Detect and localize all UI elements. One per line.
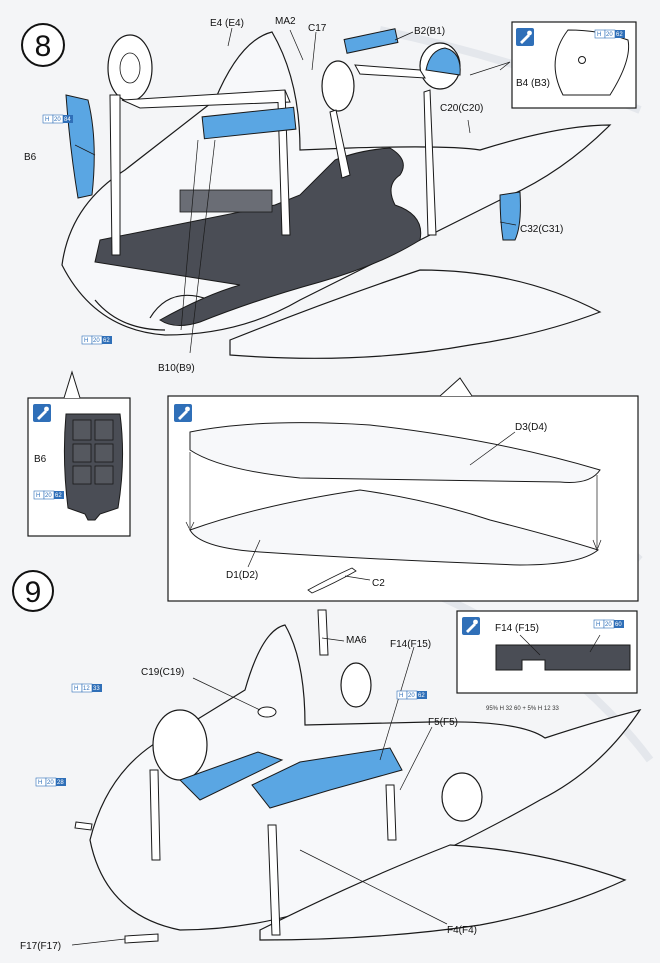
- svg-text:12: 12: [83, 686, 90, 692]
- paint-brush-icon: [516, 28, 534, 46]
- step-8-leaders: [74, 27, 517, 354]
- label-d1: D1(D2): [226, 570, 258, 581]
- paint-ref-chip: H 20 60: [593, 619, 624, 629]
- label-c20: C20(C20): [440, 103, 483, 114]
- paint-ref-chip: H 20 62: [33, 490, 64, 500]
- paint-ref-chip: H 20 62: [396, 690, 427, 700]
- svg-text:20: 20: [408, 693, 415, 699]
- step-9-leaders: [71, 637, 448, 946]
- label-b6: B6: [24, 152, 37, 163]
- part-b10-blue: [201, 106, 297, 140]
- svg-text:62: 62: [55, 493, 62, 499]
- svg-text:H: H: [74, 686, 78, 692]
- svg-text:60: 60: [615, 622, 622, 628]
- svg-text:20: 20: [54, 117, 61, 123]
- paint-ref-chip: H 20 62: [594, 29, 625, 39]
- svg-text:H: H: [38, 780, 42, 786]
- svg-text:20: 20: [93, 338, 100, 344]
- svg-text:H: H: [596, 622, 600, 628]
- callout-wing-inset: [167, 377, 639, 602]
- part-side-panel-blue: [179, 751, 284, 801]
- step-9-number: 9: [25, 576, 42, 609]
- label-c19: C19(C19): [141, 667, 184, 678]
- label-f4: F4(F4): [447, 925, 477, 936]
- step-8-blue-parts: [65, 28, 521, 241]
- label-f5: F5(F5): [428, 717, 458, 728]
- label-b4: B4 (B3): [516, 78, 550, 89]
- label-ma2: MA2: [275, 16, 296, 27]
- part-b6-blue: [65, 94, 95, 199]
- svg-text:28: 28: [57, 780, 64, 786]
- part-b4-blue: [425, 47, 461, 76]
- paint-ref-chip: H 20 28: [35, 777, 66, 787]
- paint-ref-chips: H 20 84 H 20 62 H 20 62 H 20: [33, 29, 625, 787]
- step-9-landing-gear: [74, 609, 483, 944]
- label-b10: B10(B9): [158, 363, 195, 374]
- part-c32-blue: [499, 191, 521, 241]
- step-9: 9: [12, 570, 642, 952]
- label-ma6: MA6: [346, 635, 367, 646]
- callout-b6-inset: [27, 370, 131, 537]
- svg-text:H: H: [36, 493, 40, 499]
- svg-text:62: 62: [616, 32, 623, 38]
- svg-text:84: 84: [64, 117, 71, 123]
- svg-text:H: H: [45, 117, 49, 123]
- svg-text:H: H: [399, 693, 403, 699]
- step-8-number: 8: [35, 30, 52, 63]
- svg-text:62: 62: [418, 693, 425, 699]
- svg-text:20: 20: [605, 622, 612, 628]
- paint-ref-chip: H 12 33: [71, 683, 102, 693]
- label-b2: B2(B1): [414, 26, 445, 37]
- label-c17: C17: [308, 23, 327, 34]
- svg-text:20: 20: [45, 493, 52, 499]
- svg-text:H: H: [597, 32, 601, 38]
- label-f17: F17(F17): [20, 941, 61, 952]
- label-f14-inset: F14 (F15): [495, 623, 539, 634]
- part-b2-blue: [343, 28, 399, 54]
- svg-text:20: 20: [606, 32, 613, 38]
- step-8-left-landing-gear: [107, 34, 291, 256]
- svg-text:33: 33: [93, 686, 100, 692]
- paint-brush-icon: [462, 617, 480, 635]
- label-c2: C2: [372, 578, 385, 589]
- label-c32: C32(C31): [520, 224, 563, 235]
- paint-brush-icon: [174, 404, 192, 422]
- part-c19: [257, 706, 277, 718]
- step-8: 8: [21, 16, 639, 602]
- paint-ref-chip: H 20 62: [81, 335, 112, 345]
- label-e4: E4 (E4): [210, 18, 244, 29]
- step-9-badge: [12, 570, 54, 612]
- step-8-cockpit-floor: [94, 147, 422, 326]
- paint-brush-icon: [33, 404, 51, 422]
- paint-mix-note: 95% H 32 60 + 5% H 12 33: [486, 706, 560, 712]
- svg-text:H: H: [84, 338, 88, 344]
- label-f14: F14(F15): [390, 639, 431, 650]
- svg-text:20: 20: [47, 780, 54, 786]
- step-8-badge: [21, 23, 65, 67]
- part-f14-blue: [251, 747, 403, 809]
- label-b6-inset: B6: [34, 454, 47, 465]
- step-9-blue-parts: [179, 706, 403, 809]
- svg-text:62: 62: [103, 338, 110, 344]
- paint-ref-chip: H 20 84: [42, 114, 73, 124]
- label-d3: D3(D4): [515, 422, 547, 433]
